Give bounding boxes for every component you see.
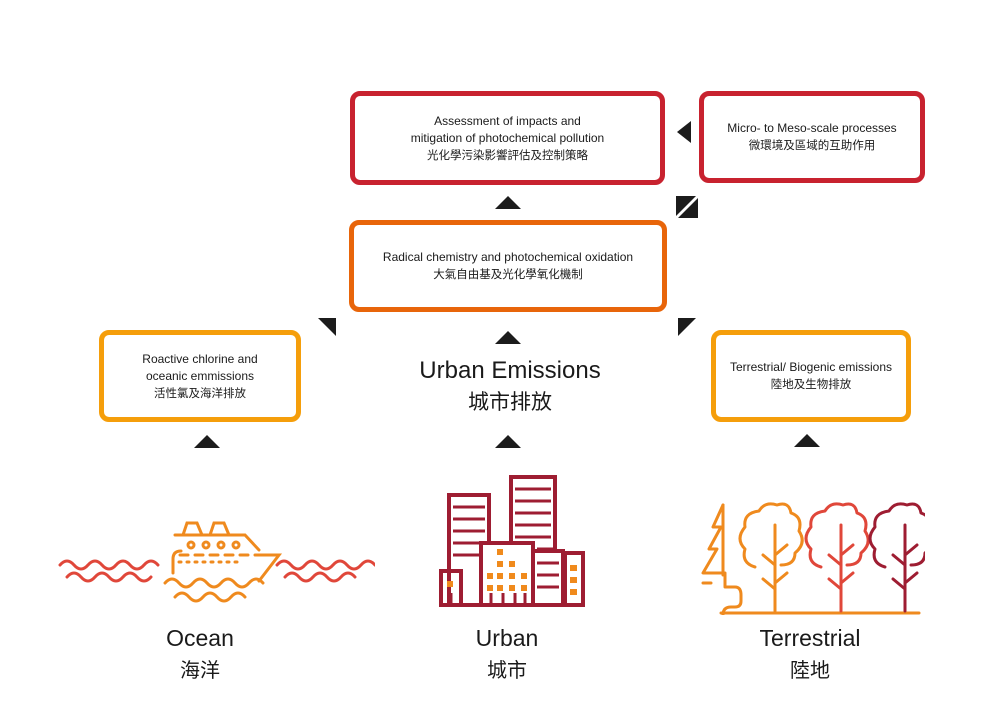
micro-meso-box: Micro- to Meso-scale processes 微環境及區域的互助… xyxy=(699,91,925,183)
source-label-terrestrial: Terrestrial 陸地 xyxy=(710,624,910,688)
urban-emissions-title-zh: 城市排放 xyxy=(468,390,552,414)
radical-chemistry-box: Radical chemistry and photochemical oxid… xyxy=(349,220,667,312)
source-title-zh: 城市 xyxy=(487,658,527,682)
arrow-left-icon xyxy=(677,121,691,143)
source-title-zh: 陸地 xyxy=(790,658,830,682)
urban-emissions-title: Urban Emissions xyxy=(419,357,601,384)
trees-icon xyxy=(701,502,925,615)
reactive-chlorine-title-zh: 活性氯及海洋排放 xyxy=(154,385,246,400)
bidirectional-diagonal-arrow-icon xyxy=(676,196,698,218)
source-label-urban: Urban 城市 xyxy=(407,624,607,688)
ship-on-waves-icon xyxy=(58,521,375,603)
micro-meso-title: Micro- to Meso-scale processes xyxy=(727,121,897,135)
assessment-title-line1: Assessment of impacts and xyxy=(434,113,581,128)
radical-chemistry-title-zh: 大氣自由基及光化學氧化機制 xyxy=(433,267,583,281)
source-title: Terrestrial xyxy=(759,625,861,651)
source-label-ocean: Ocean 海洋 xyxy=(100,624,300,688)
micro-meso-title-zh: 微環境及區域的互助作用 xyxy=(748,138,876,152)
terrestrial-biogenic-title: Terrestrial/ Biogenic emissions xyxy=(729,360,893,374)
urban-emissions-label: Urban Emissions 城市排放 xyxy=(400,356,620,418)
arrow-up-icon xyxy=(495,196,521,209)
assessment-title-zh: 光化學污染影響評估及控制策略 xyxy=(427,147,588,162)
arrow-up-icon xyxy=(495,435,521,448)
arrow-diagonal-up-left-icon xyxy=(318,318,336,336)
arrow-up-icon xyxy=(794,434,820,447)
assessment-box: Assessment of impacts and mitigation of … xyxy=(350,91,665,185)
arrow-diagonal-up-right-icon xyxy=(678,318,696,336)
arrow-up-icon xyxy=(194,435,220,448)
terrestrial-biogenic-box: Terrestrial/ Biogenic emissions 陸地及生物排放 xyxy=(711,330,911,422)
source-title: Ocean xyxy=(166,625,234,651)
radical-chemistry-title: Radical chemistry and photochemical oxid… xyxy=(382,250,634,264)
arrow-up-icon xyxy=(495,331,521,344)
assessment-title-line2: mitigation of photochemical pollution xyxy=(410,130,605,145)
source-title-zh: 海洋 xyxy=(180,658,220,682)
reactive-chlorine-title-line2: oceanic emmissions xyxy=(145,368,255,383)
reactive-chlorine-box: Roactive chlorine and oceanic emmissions… xyxy=(99,330,301,422)
terrestrial-biogenic-title-zh: 陸地及生物排放 xyxy=(770,377,852,391)
source-title: Urban xyxy=(475,625,539,651)
reactive-chlorine-title-line1: Roactive chlorine and xyxy=(142,351,258,366)
city-buildings-icon xyxy=(439,475,585,607)
